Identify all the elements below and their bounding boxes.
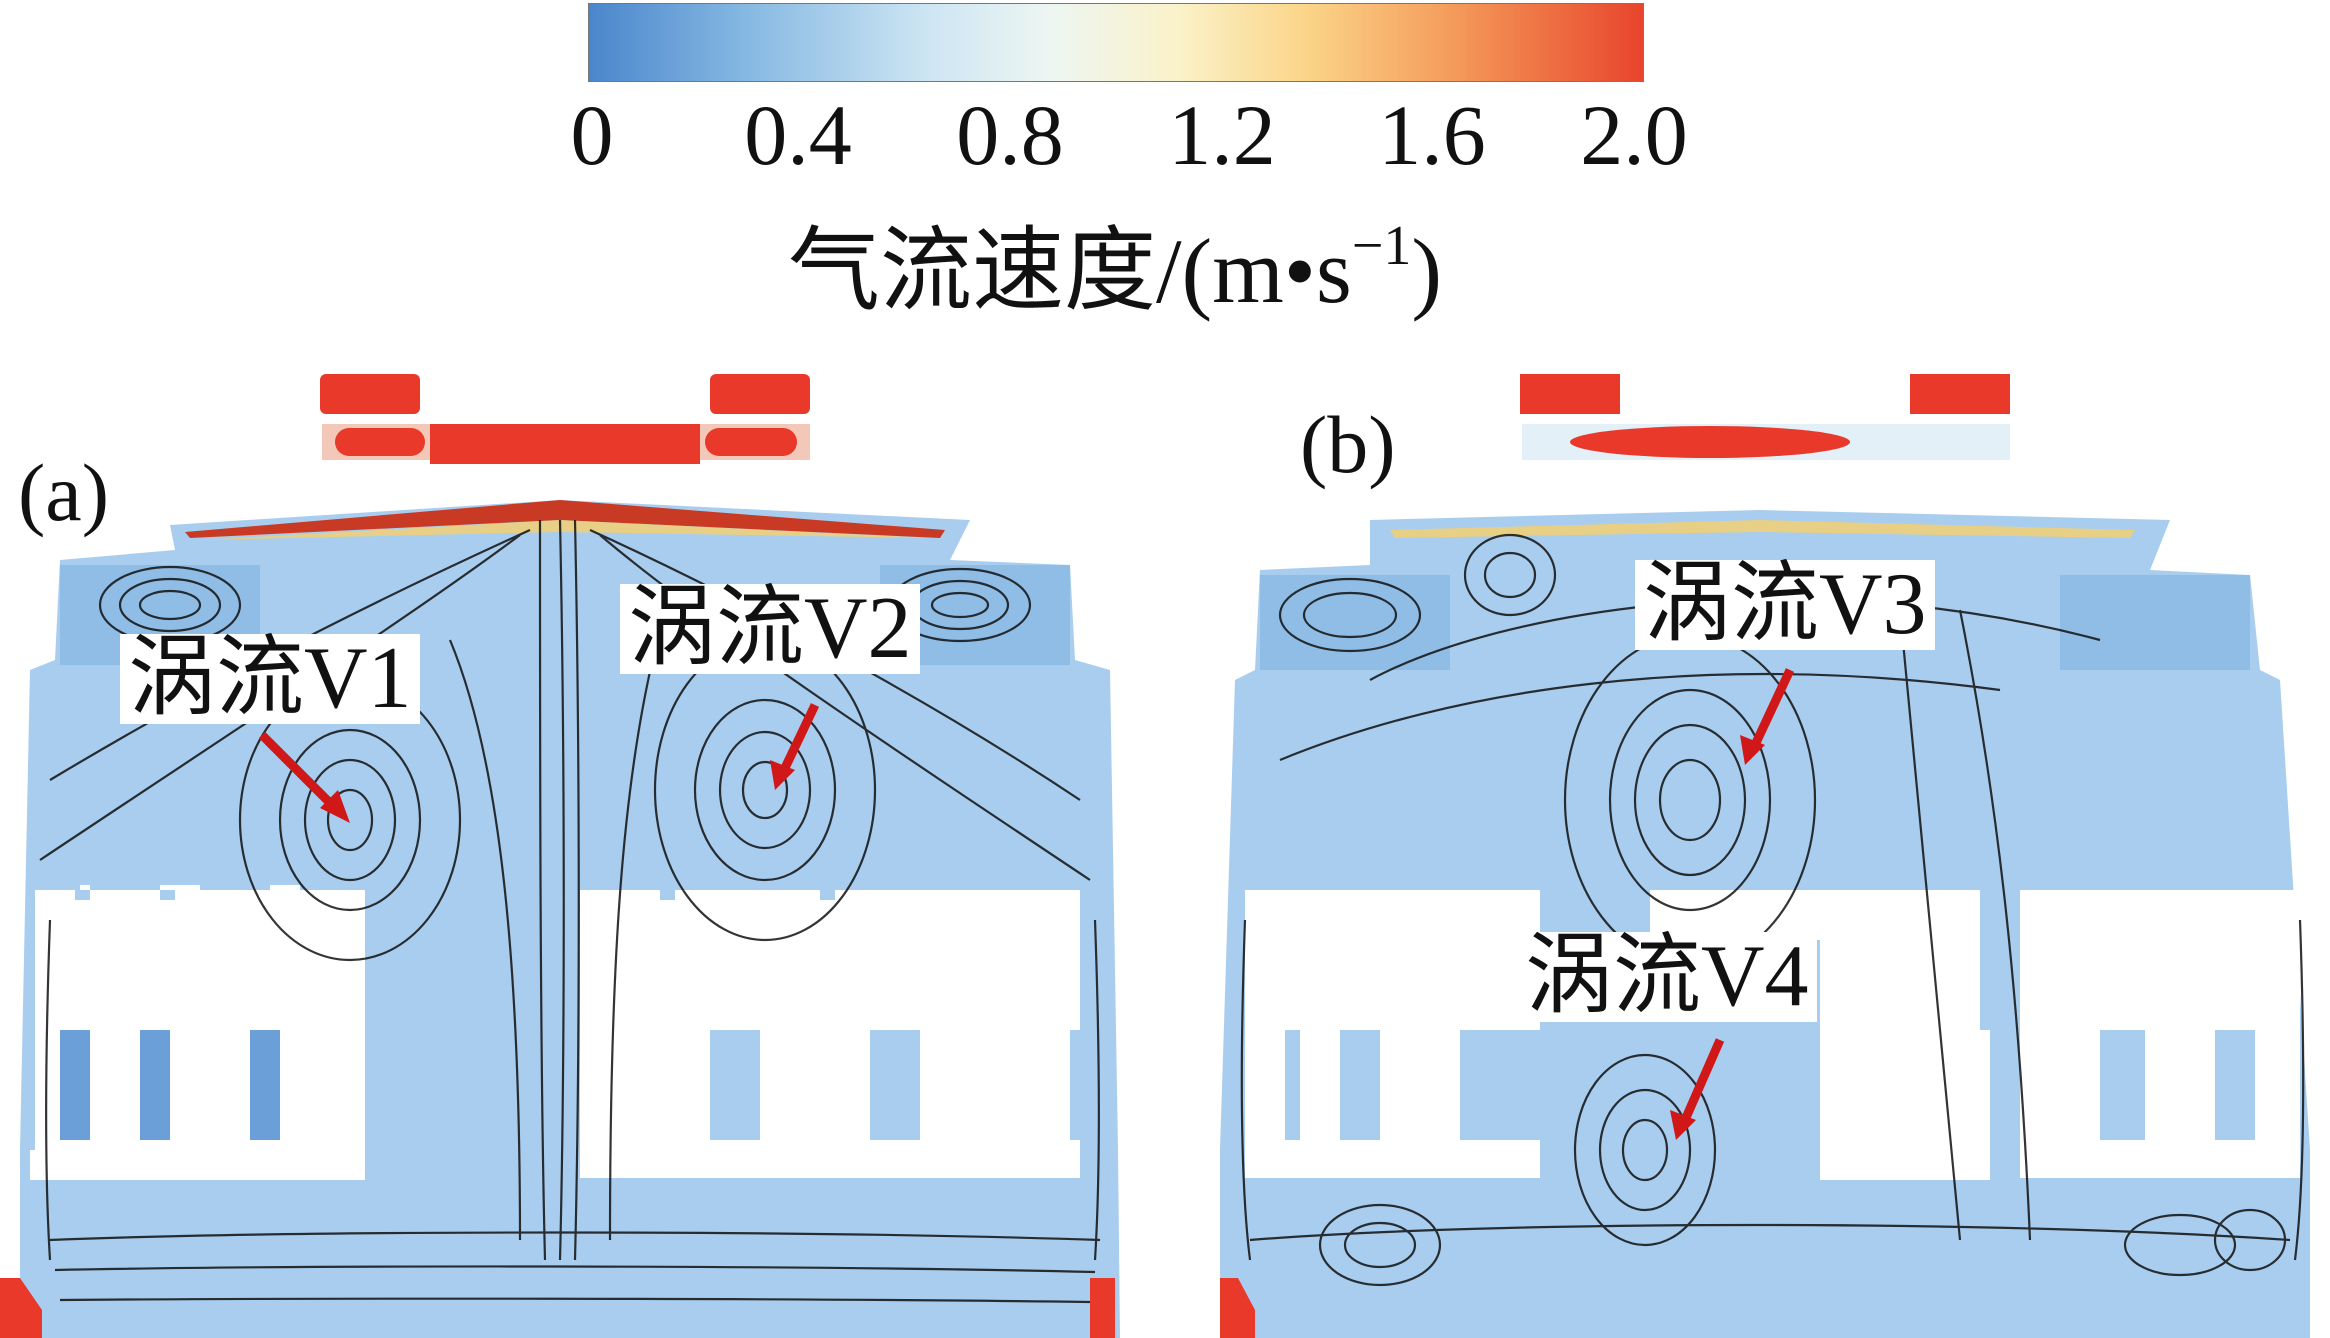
- seat-block: [580, 1030, 710, 1140]
- seat-block: [280, 890, 365, 1140]
- seat-block: [1820, 1030, 1990, 1180]
- pointer-arrowhead: [770, 760, 795, 790]
- vortex-v1-label: 涡流V1: [120, 634, 420, 724]
- pointer-arrow: [780, 703, 820, 770]
- luggage-rack: [2060, 575, 2250, 670]
- vortex-v4-label: 涡流V4: [1517, 932, 1817, 1022]
- seat-block: [1300, 890, 1340, 1140]
- colorbar-tick: 0: [570, 87, 614, 183]
- floor-outlet: [1090, 1278, 1115, 1338]
- seat-block: [1400, 890, 1450, 990]
- colorbar-tick: 2.0: [1580, 87, 1688, 183]
- floor-outlet: [0, 1278, 42, 1338]
- inlet-duct: [1570, 426, 1850, 458]
- pointer-arrowhead: [1740, 735, 1765, 765]
- seat-block: [1380, 1030, 1460, 1140]
- seat-block: [920, 1030, 1070, 1140]
- seat-block: [2020, 1030, 2100, 1140]
- ceiling-jet: [185, 500, 945, 538]
- floor-outlet: [1220, 1278, 1255, 1338]
- inlet-duct: [705, 428, 797, 456]
- colorbar-tick: 1.6: [1378, 87, 1486, 183]
- seat-block: [90, 890, 140, 1140]
- inlet-duct: [335, 428, 425, 456]
- vortex-v2-label: 涡流V2: [620, 584, 920, 674]
- seat-block: [1245, 890, 1540, 1030]
- vortex-v3-label: 涡流V3: [1635, 560, 1935, 650]
- seat-block: [170, 890, 250, 1140]
- seat-block: [580, 1140, 1080, 1178]
- seat-block: [2255, 1030, 2300, 1140]
- inlet-block: [320, 374, 420, 414]
- panel-b-streamline-plot: [1220, 374, 2310, 1338]
- seat-block: [760, 1030, 870, 1140]
- seat-headrest: [820, 890, 835, 900]
- pointer-arrowhead: [1670, 1110, 1696, 1140]
- inlet-block: [1520, 374, 1620, 414]
- pointer-arrowhead: [320, 790, 350, 823]
- seat-block: [1245, 1030, 1285, 1140]
- seat-headrest: [160, 890, 175, 900]
- pointer-arrow: [1680, 1038, 1725, 1122]
- panel-a-streamline-plot: [0, 374, 1120, 1338]
- colorbar-tick: 0.8: [956, 87, 1064, 183]
- seat-headrest: [75, 890, 90, 900]
- velocity-colorbar: [588, 3, 1644, 82]
- ceiling-jet: [1390, 520, 2135, 538]
- colorbar-title: 气流速度/(m•s−1): [787, 215, 1443, 322]
- panel-a-label: (a): [18, 447, 110, 538]
- seat-block: [2020, 890, 2300, 1030]
- seat-block: [2020, 1140, 2300, 1178]
- pointer-arrow: [258, 731, 339, 812]
- inlet-block: [710, 374, 810, 414]
- colorbar-tick: 1.2: [1168, 87, 1276, 183]
- seat-block: [580, 890, 1080, 1030]
- inlet-duct: [430, 424, 700, 464]
- seat-block: [1245, 1140, 1540, 1178]
- panel-b-label: (b): [1300, 399, 1396, 490]
- seat-block: [35, 1140, 365, 1178]
- seat-headrest: [660, 890, 675, 900]
- colorbar-tick: 0.4: [744, 87, 852, 183]
- seat-block: [1820, 890, 1980, 1030]
- inlet-block: [1910, 374, 2010, 414]
- pointer-arrow: [1750, 668, 1795, 747]
- ceiling-jet: [200, 520, 930, 540]
- seat-block: [2145, 1030, 2215, 1140]
